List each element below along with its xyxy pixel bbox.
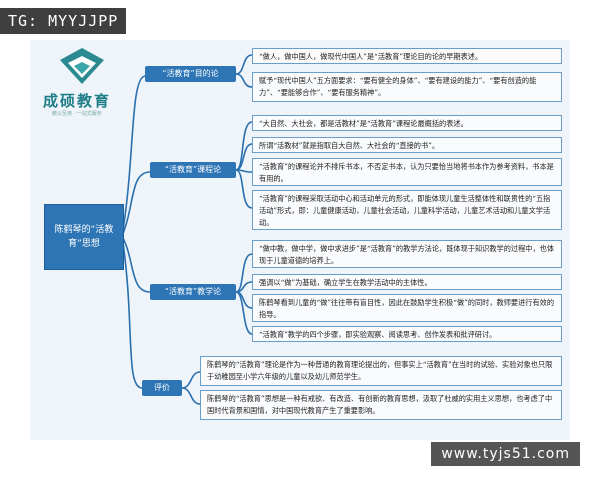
link-b0-l0 [235,54,253,75]
link-root-b1 [121,171,151,237]
leaf-curriculum-2: 所谓“活教材”就是指取自大自然、大社会的“直接的书”。 [252,137,562,153]
brand-logo-icon [60,48,104,84]
branch-curriculum: “活教育”课程论 [150,162,236,178]
branch-evaluation: 评价 [142,380,182,396]
leaf-curriculum-4: “活教育”的课程采取活动中心和活动单元的形式，即能体现儿童生活整体性和联贯性的“… [252,190,562,230]
leaf-goal-2: 赋予“现代中国人”五方面要求：“要有健全的身体”、“要有建设的能力”、“要有创造… [252,72,562,102]
link-root-b0 [121,75,146,237]
link-b1-l3 [235,169,253,209]
leaf-teaching-3: 陈鹤琴看到儿童的“做”往往带有盲目性，因此在鼓励学生积极“做”的同时，教师要进行… [252,294,562,322]
leaf-teaching-1: “做中教，做中学，做中求进步”是“活教育”的教学方法论，既体现于知识教学的过程中… [252,240,562,268]
link-b1-l0 [235,121,253,171]
leaf-goal-1: “做人，做中国人，做现代中国人”是“活教育”理论目的论的早期表述。 [252,48,562,64]
link-b3-l0 [181,371,201,389]
tg-label: TG: MYYJJPP [0,8,127,34]
brand-slogan: 教以至用 · 一站式服务 [52,111,102,117]
link-b3-l1 [181,387,201,405]
root-label: 陈鹤琴的“活教育”思想 [54,225,114,249]
branch-teaching: “活教育”教学论 [150,284,236,300]
brand-name: 成硕教育 [43,92,112,110]
link-root-b2 [121,235,151,293]
link-root-b3 [121,235,143,389]
site-watermark: www.tyjs51.com [431,442,580,466]
leaf-teaching-4: “活教育”教学的四个步骤，即实验观察、阅读思考、创作发表和批评研讨。 [252,326,562,342]
leaf-curriculum-3: “活教育”的课程论并不排斥书本，不否定书本，认为只要恰当地将书本作为参考资料，书… [252,158,562,186]
branch-goal: “活教育”目的论 [145,66,236,82]
leaf-curriculum-1: “大自然、大社会，都是活教材”是“活教育”课程论最概括的表述。 [252,115,562,131]
link-b0-l1 [235,73,253,88]
leaf-evaluation-2: 陈鹤琴的“活教育”思想是一种有戒欲、有改造、有创新的教育思想，汲取了杜威的实用主… [200,390,562,420]
leaf-evaluation-1: 陈鹤琴的“活教育”理论是作为一种普通的教育理论提出的，但事实上“活教育”在当时的… [200,356,562,386]
link-b2-l0 [235,253,253,293]
leaf-teaching-2: 强调以“做”为基础，确立学生在教学活动中的主体性。 [252,274,562,290]
link-b2-l3 [235,291,253,335]
root-node: 陈鹤琴的“活教育”思想 [44,204,124,270]
link-b1-l1 [235,143,253,171]
